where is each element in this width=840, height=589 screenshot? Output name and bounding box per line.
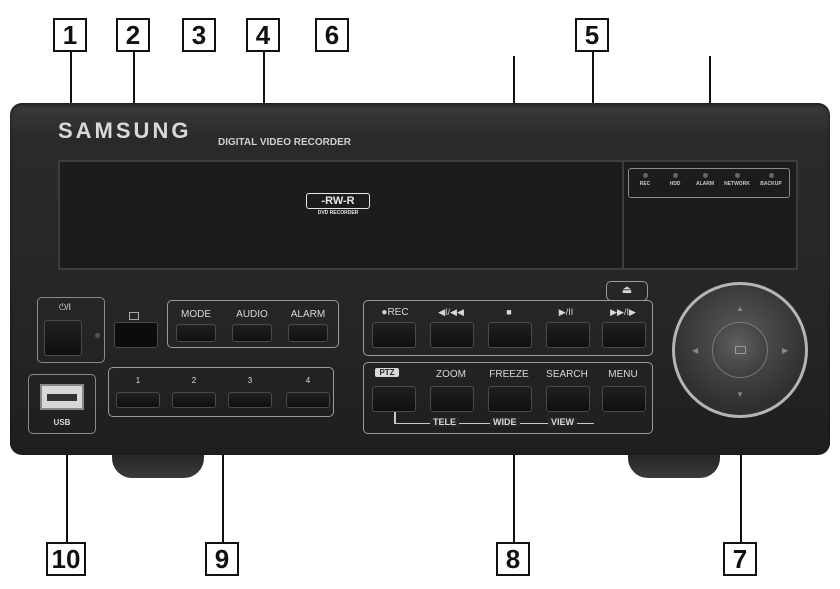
rec-button[interactable] <box>372 322 416 348</box>
jog-center-button[interactable] <box>712 322 768 378</box>
dvd-rw-logo: -RW-R DVD RECORDER <box>306 193 370 216</box>
mode-button[interactable] <box>176 324 216 342</box>
ptz-bracket-tick <box>394 412 396 424</box>
play-pause-button[interactable] <box>546 322 590 348</box>
tray-divider <box>622 160 624 270</box>
leader-line-7 <box>740 420 742 542</box>
callout-3: 3 <box>182 18 216 52</box>
alarm-label: ALARM <box>290 309 326 320</box>
usb-port[interactable] <box>40 384 84 410</box>
wide-label: WIDE <box>490 417 520 427</box>
channel-2-button[interactable] <box>172 392 216 408</box>
power-label: ⏻/I <box>58 302 72 312</box>
ir-receiver <box>114 322 158 348</box>
tele-label: TELE <box>430 417 460 427</box>
menu-label: MENU <box>608 369 638 380</box>
menu-button[interactable] <box>602 386 646 412</box>
power-indicator <box>95 333 100 338</box>
channel-2-label: 2 <box>191 376 197 385</box>
callout-6: 6 <box>315 18 349 52</box>
channel-1-label: 1 <box>135 376 141 385</box>
rewind-button[interactable] <box>430 322 474 348</box>
channel-4-button[interactable] <box>286 392 330 408</box>
led-alarm: ALARM <box>691 173 719 187</box>
stop-label: ■ <box>506 307 512 317</box>
stop-button[interactable] <box>488 322 532 348</box>
dial-down-arrow-icon: ▼ <box>736 390 744 399</box>
ptz-label: PTZ <box>375 368 399 377</box>
dial-left-arrow-icon: ◀ <box>692 346 699 355</box>
brand-logo: SAMSUNG <box>58 118 192 143</box>
alarm-button[interactable] <box>288 324 328 342</box>
leader-line-8 <box>513 434 515 542</box>
power-button[interactable] <box>44 320 82 356</box>
rewind-label: ◀I/◀◀ <box>438 307 464 317</box>
leader-line-9 <box>222 418 224 542</box>
model-text: DIGITAL VIDEO RECORDER <box>218 137 351 148</box>
zoom-label: ZOOM <box>436 369 466 380</box>
dvd-logo-text: -RW-R <box>306 193 370 209</box>
dvd-logo-subtext: DVD RECORDER <box>317 210 359 216</box>
led-network: NETWORK <box>723 173 751 187</box>
dial-up-arrow-icon: ▲ <box>736 304 744 313</box>
freeze-label: FREEZE <box>489 369 529 380</box>
audio-label: AUDIO <box>236 309 268 320</box>
callout-8: 8 <box>496 542 530 576</box>
callout-9: 9 <box>205 542 239 576</box>
led-rec: REC <box>631 173 659 187</box>
power-button-group <box>37 297 105 363</box>
leader-line-10 <box>66 434 68 544</box>
dial-right-arrow-icon: ▶ <box>782 346 789 355</box>
channel-button-group <box>108 367 334 417</box>
dial-center-icon <box>735 346 746 354</box>
callout-10: 10 <box>46 542 86 576</box>
ptz-button-group <box>363 362 653 434</box>
channel-1-button[interactable] <box>116 392 160 408</box>
channel-4-label: 4 <box>305 376 311 385</box>
audio-button[interactable] <box>232 324 272 342</box>
mode-audio-alarm-group <box>167 300 339 348</box>
search-button[interactable] <box>546 386 590 412</box>
fast-forward-label: ▶▶/I▶ <box>610 307 636 317</box>
callout-4: 4 <box>246 18 280 52</box>
led-backup: BACKUP <box>757 173 785 187</box>
zoom-button[interactable] <box>430 386 474 412</box>
status-led-panel: REC HDD ALARM NETWORK BACKUP <box>628 168 790 198</box>
search-label: SEARCH <box>546 369 588 380</box>
freeze-button[interactable] <box>488 386 532 412</box>
usb-label: USB <box>53 418 71 427</box>
ptz-button[interactable] <box>372 386 416 412</box>
ir-icon <box>129 312 139 320</box>
usb-port-group <box>28 374 96 434</box>
callout-5: 5 <box>575 18 609 52</box>
callout-1: 1 <box>53 18 87 52</box>
disc-tray <box>58 160 798 270</box>
view-label: VIEW <box>548 417 578 427</box>
callout-2: 2 <box>116 18 150 52</box>
mode-label: MODE <box>181 309 211 320</box>
channel-3-button[interactable] <box>228 392 272 408</box>
callout-7: 7 <box>723 542 757 576</box>
channel-3-label: 3 <box>247 376 253 385</box>
eject-button[interactable]: ⏏ <box>621 284 633 296</box>
playback-button-group <box>363 300 653 356</box>
rec-label: ●REC <box>381 307 409 318</box>
led-hdd: HDD <box>661 173 689 187</box>
fast-forward-button[interactable] <box>602 322 646 348</box>
play-pause-label: ▶/II <box>558 307 574 317</box>
